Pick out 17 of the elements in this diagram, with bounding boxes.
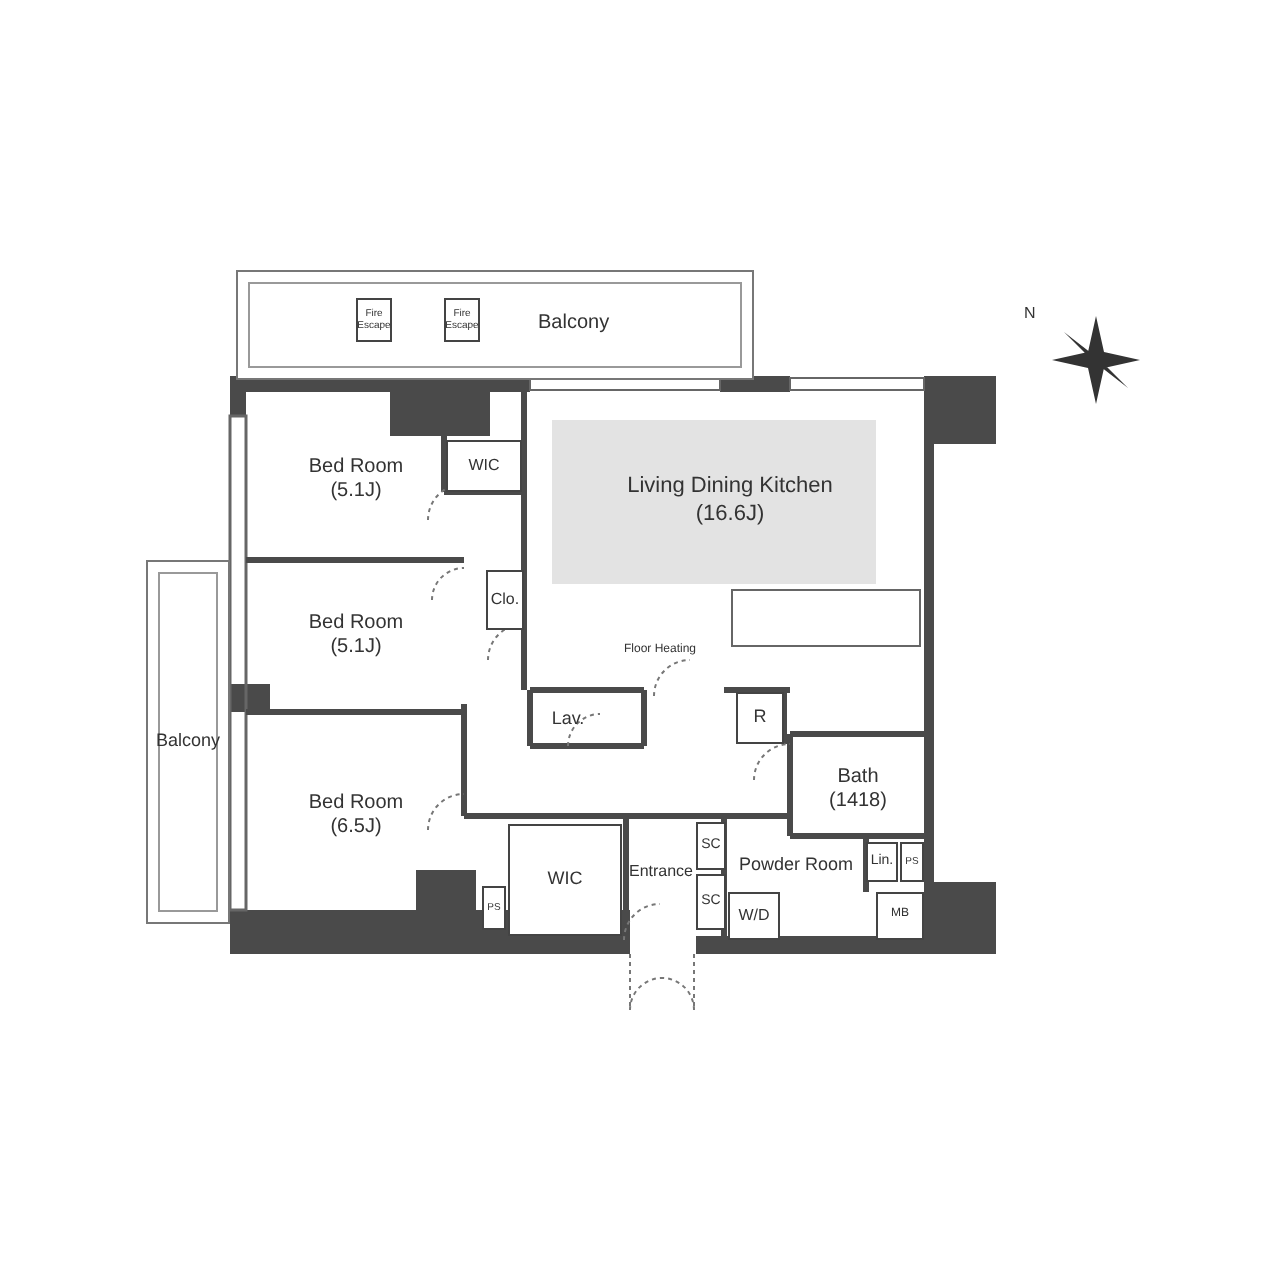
- room-label: Balcony: [155, 730, 221, 754]
- room-label: Bath (1418): [810, 760, 906, 820]
- room-label: Bed Room (5.1J): [286, 606, 426, 666]
- balcony: [236, 270, 754, 380]
- room-label: Powder Room: [736, 840, 856, 892]
- balcony: [146, 560, 230, 924]
- room-label: Entrance: [626, 856, 696, 888]
- room-label: Balcony: [538, 312, 610, 337]
- refrigerator-space: R: [736, 692, 784, 744]
- room-label: Lav.: [540, 700, 596, 740]
- room-label: Bed Room (6.5J): [286, 786, 426, 846]
- washer-space: W/D: [728, 892, 780, 940]
- compass-letter: N: [1024, 304, 1036, 322]
- closet-box: WIC: [446, 440, 522, 492]
- room-label: Bed Room (5.1J): [286, 450, 426, 510]
- closet-box: Clo.: [486, 570, 524, 630]
- closet-box: WIC: [508, 824, 622, 936]
